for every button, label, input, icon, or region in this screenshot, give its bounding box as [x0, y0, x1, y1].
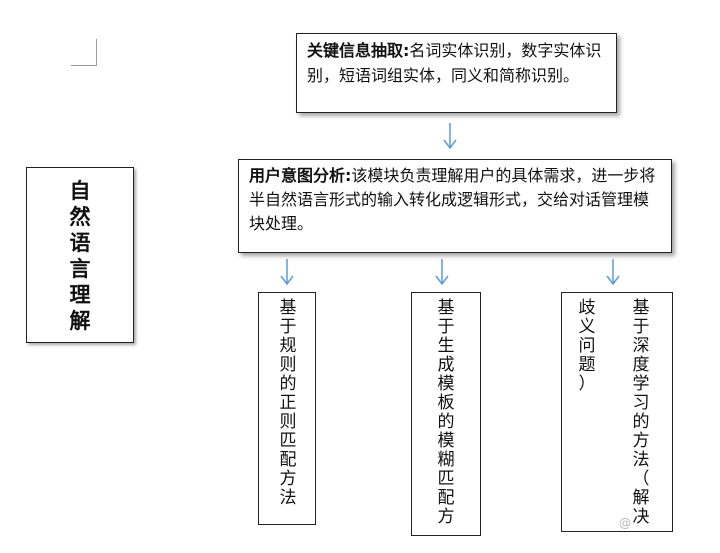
watermark: @	[619, 516, 631, 530]
key-info-body: 名词实体识别，数字实体识别，短语词组实体，同义和简称识别。	[307, 41, 602, 85]
down-arrow-icon	[435, 259, 449, 286]
intent-heading: 用户意图分析:	[249, 166, 352, 185]
deep-method-label: 基于深度学习的方法（解决	[632, 298, 650, 527]
fuzzy-method-label: 基于生成模板的模糊匹配方	[437, 298, 455, 527]
down-arrow-icon	[443, 123, 457, 150]
rule-based-method-box: 基于规则的正则匹配方法	[258, 292, 316, 525]
nlu-side-box: 自然语言理解	[26, 167, 134, 343]
corner-mark	[71, 39, 97, 66]
nlu-label: 自然语言理解	[69, 179, 91, 333]
rule-method-label: 基于规则的正则匹配方法	[279, 298, 297, 508]
down-arrow-icon	[606, 259, 620, 286]
down-arrow-icon	[280, 259, 294, 286]
intent-body: 该模块负责理解用户的具体需求，进一步将半自然语言形式的输入转化成逻辑形式，交给对…	[249, 166, 656, 233]
template-fuzzy-method-box: 基于生成模板的模糊匹配方	[411, 292, 481, 536]
deep-learning-method-box: 基于深度学习的方法（解决 歧义问题）	[561, 292, 673, 532]
deep-method-continuation: 歧义问题）	[578, 298, 596, 394]
user-intent-analysis-box: 用户意图分析:该模块负责理解用户的具体需求，进一步将半自然语言形式的输入转化成逻…	[238, 159, 672, 253]
key-info-heading: 关键信息抽取:	[307, 41, 410, 60]
key-info-extraction-box: 关键信息抽取:名词实体识别，数字实体识别，短语词组实体，同义和简称识别。	[296, 33, 617, 113]
